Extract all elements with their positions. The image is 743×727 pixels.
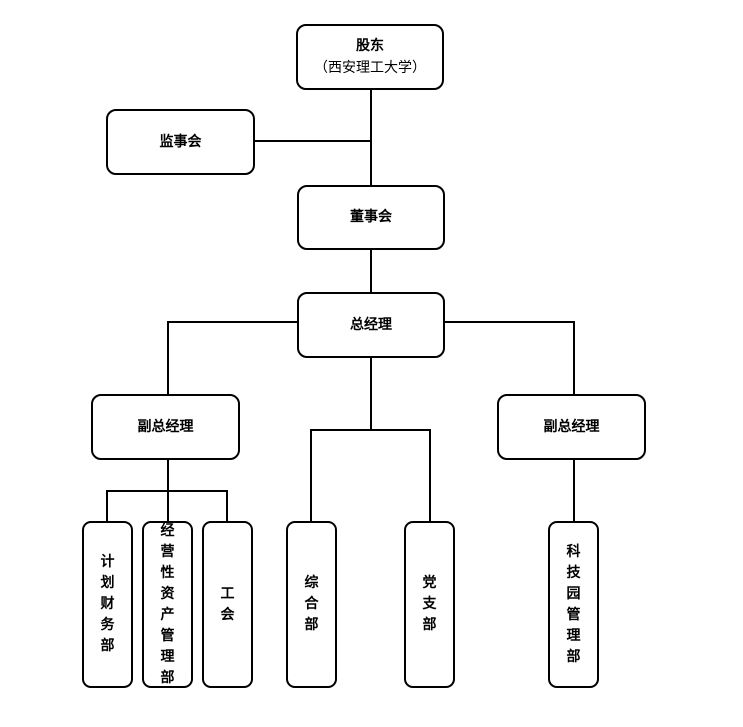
vertical-label: 经营性资产管理部 <box>161 521 175 689</box>
node-general-affairs: 综合部 <box>286 521 337 688</box>
label-char: 科 <box>566 543 581 560</box>
label-char: 部 <box>100 638 115 654</box>
label-char: 工 <box>220 585 235 602</box>
label-char: 党 <box>422 575 437 591</box>
node-label: 副总经理 <box>137 418 194 435</box>
line-gm-deputy-left <box>167 321 298 395</box>
vertical-label: 计划财务部 <box>101 552 115 657</box>
label-char: 务 <box>100 617 115 633</box>
label-char: 会 <box>220 606 235 623</box>
label-char: 园 <box>566 585 581 602</box>
node-operating-assets: 经营性资产管理部 <box>142 521 193 688</box>
label-char: 划 <box>100 575 115 591</box>
vertical-label: 党支部 <box>423 573 437 636</box>
vertical-label: 工会 <box>221 584 235 626</box>
label-char: 理 <box>566 627 581 644</box>
label-char: 合 <box>304 596 319 612</box>
label-char: 部 <box>160 669 175 686</box>
node-planning-finance: 计划财务部 <box>82 521 133 688</box>
vertical-label: 科技园管理部 <box>567 542 581 668</box>
node-supervisory-board: 监事会 <box>106 109 255 175</box>
label-char: 部 <box>304 617 319 633</box>
label-char: 部 <box>566 648 581 665</box>
label-char: 性 <box>160 564 175 581</box>
label-char: 部 <box>422 617 437 633</box>
node-shareholder-subtitle: （西安理工大学） <box>314 60 426 76</box>
node-label: 总经理 <box>350 316 392 333</box>
label-char: 管 <box>160 627 175 644</box>
line-gm-deputy-right <box>444 321 575 395</box>
label-char: 管 <box>566 606 581 623</box>
node-label: 副总经理 <box>543 418 600 435</box>
label-char: 经 <box>160 522 175 539</box>
label-char: 理 <box>160 648 175 665</box>
vertical-label: 综合部 <box>305 573 319 636</box>
node-science-park: 科技园管理部 <box>548 521 599 688</box>
node-party-branch: 党支部 <box>404 521 455 688</box>
node-deputy-gm-right: 副总经理 <box>497 394 646 460</box>
line-gm-departments <box>310 429 431 522</box>
node-shareholder-title: 股东 <box>356 37 384 54</box>
node-shareholder: 股东 （西安理工大学） <box>296 24 444 90</box>
node-board-of-directors: 董事会 <box>297 185 445 250</box>
label-char: 支 <box>422 596 437 612</box>
node-general-manager: 总经理 <box>297 292 445 358</box>
label-char: 产 <box>160 606 175 623</box>
node-labor-union: 工会 <box>202 521 253 688</box>
node-deputy-gm-left: 副总经理 <box>91 394 240 460</box>
label-char: 财 <box>100 596 115 612</box>
label-char: 技 <box>566 564 581 581</box>
label-char: 计 <box>100 554 115 570</box>
label-char: 综 <box>304 575 319 591</box>
node-label: 董事会 <box>350 209 392 226</box>
label-char: 资 <box>160 585 175 602</box>
node-label: 监事会 <box>159 133 202 150</box>
label-char: 营 <box>160 543 175 560</box>
